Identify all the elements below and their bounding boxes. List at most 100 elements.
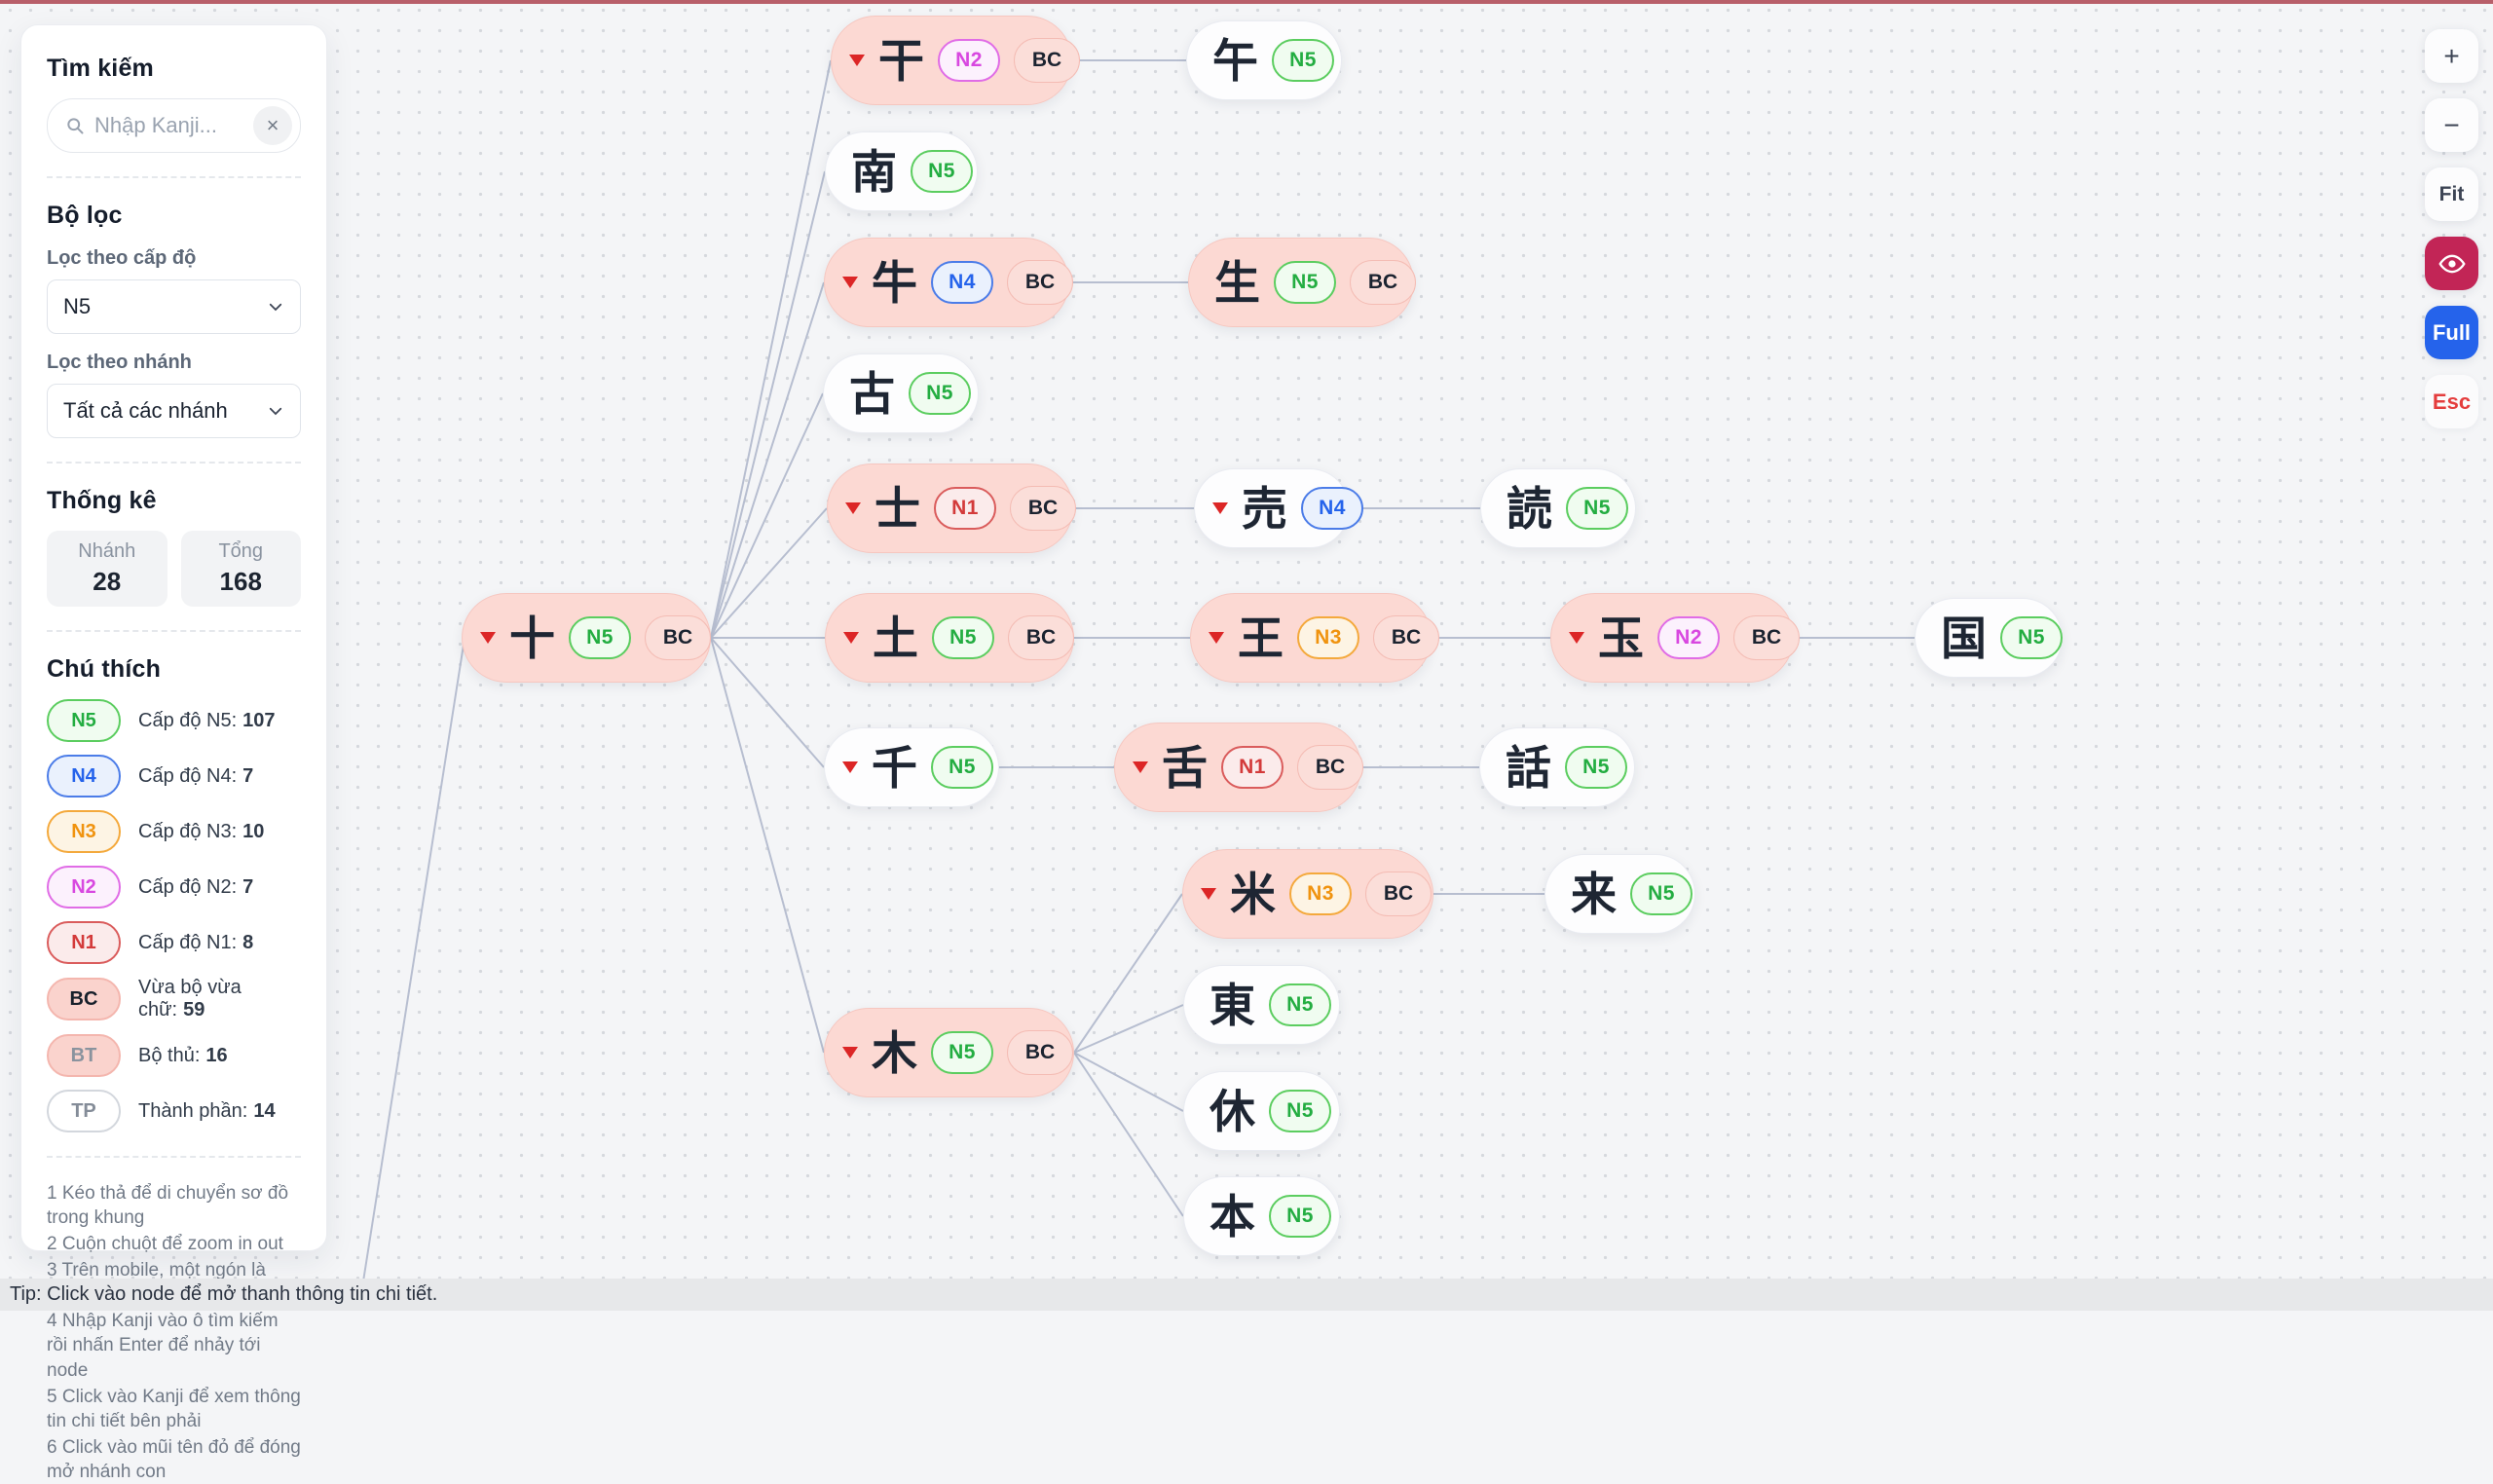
graph-edge — [1073, 1004, 1184, 1054]
kanji-label: 話 — [1506, 741, 1551, 794]
stat-label: Tổng — [218, 540, 264, 562]
bc-badge: BC — [1014, 38, 1080, 83]
legend-badge-n3: N3 — [47, 810, 121, 853]
toolbar: + − Fit Full Esc — [2425, 29, 2478, 428]
divider — [47, 176, 301, 178]
eye-toggle-button[interactable] — [2425, 237, 2478, 290]
graph-edge — [710, 637, 825, 768]
search-input[interactable] — [85, 113, 253, 138]
instruction-line: 4 Nhập Kanji vào ô tìm kiếm rồi nhấn Ent… — [47, 1311, 279, 1381]
esc-button[interactable]: Esc — [2425, 375, 2478, 428]
instruction-line: 5 Click vào Kanji để xem thông tin chi t… — [47, 1386, 301, 1431]
zoom-in-button[interactable]: + — [2425, 29, 2478, 83]
collapse-toggle-icon[interactable] — [843, 632, 859, 644]
collapse-toggle-icon[interactable] — [1212, 502, 1228, 514]
kanji-label: 南 — [851, 145, 897, 198]
collapse-toggle-icon[interactable] — [1201, 888, 1216, 900]
legend-label: Cấp độ N2:7 — [138, 875, 254, 898]
kanji-label: 千 — [872, 741, 917, 794]
legend-badge-n4: N4 — [47, 755, 121, 798]
stat-box: Tổng 168 — [180, 531, 301, 607]
level-badge-n5: N5 — [1269, 1090, 1331, 1132]
kanji-label: 国 — [1941, 612, 1987, 664]
level-badge-n5: N5 — [569, 616, 631, 659]
branch-filter-select[interactable]: Tất cả các nhánh — [47, 384, 301, 438]
search-box: × — [47, 98, 301, 153]
collapse-toggle-icon[interactable] — [842, 1047, 858, 1058]
level-filter-select[interactable]: N5 — [47, 279, 301, 334]
branch-filter-value: Tất cả các nhánh — [63, 398, 228, 423]
stat-label: Nhánh — [78, 540, 136, 562]
level-badge-n5: N5 — [2000, 616, 2063, 659]
fullscreen-button[interactable]: Full — [2425, 306, 2478, 359]
level-badge-n4: N4 — [931, 261, 993, 304]
kanji-label: 午 — [1212, 34, 1258, 87]
graph-node-話[interactable]: 話 N5 — [1479, 727, 1635, 807]
tip-text: Tip: Click vào node để mở thanh thông ti… — [10, 1283, 438, 1305]
legend-label: Cấp độ N5:107 — [138, 709, 276, 731]
zoom-out-button[interactable]: − — [2425, 98, 2478, 152]
collapse-toggle-icon[interactable] — [1209, 632, 1224, 644]
bc-badge: BC — [1007, 260, 1073, 305]
level-badge-n5: N5 — [1565, 746, 1627, 789]
fit-button[interactable]: Fit — [2425, 167, 2478, 221]
graph-edge — [710, 507, 828, 639]
chevron-down-icon — [269, 303, 282, 312]
bc-badge: BC — [1373, 615, 1439, 660]
legend-label: Cấp độ N4:7 — [138, 764, 254, 787]
collapse-toggle-icon[interactable] — [1569, 632, 1584, 644]
kanji-label: 土 — [873, 612, 918, 664]
kanji-label: 売 — [1242, 482, 1287, 535]
legend-badge-bt: BT — [47, 1034, 121, 1077]
collapse-toggle-icon[interactable] — [842, 277, 858, 288]
legend-count: 7 — [242, 875, 254, 898]
collapse-toggle-icon[interactable] — [842, 761, 858, 773]
graph-edge — [710, 392, 824, 639]
collapse-toggle-icon[interactable] — [1133, 761, 1148, 773]
collapse-toggle-icon[interactable] — [845, 502, 861, 514]
legend-badge-tp: TP — [47, 1090, 121, 1132]
level-badge-n5: N5 — [1269, 1195, 1331, 1238]
bc-badge: BC — [1297, 745, 1363, 790]
legend-badge-bc: BC — [47, 978, 121, 1020]
collapse-toggle-icon[interactable] — [480, 632, 496, 644]
collapse-toggle-icon[interactable] — [849, 55, 865, 66]
stat-value: 168 — [219, 567, 262, 596]
level-badge-n5: N5 — [931, 1031, 993, 1074]
kanji-label: 玉 — [1598, 612, 1644, 664]
legend-badge-n1: N1 — [47, 921, 121, 964]
kanji-label: 生 — [1214, 256, 1260, 309]
level-badge-n1: N1 — [934, 487, 996, 530]
kanji-label: 木 — [872, 1026, 917, 1079]
graph-node-国[interactable]: 国 N5 — [1915, 598, 2063, 678]
clear-search-button[interactable]: × — [253, 106, 292, 145]
level-badge-n2: N2 — [938, 39, 1000, 82]
graph-edge — [710, 170, 826, 639]
